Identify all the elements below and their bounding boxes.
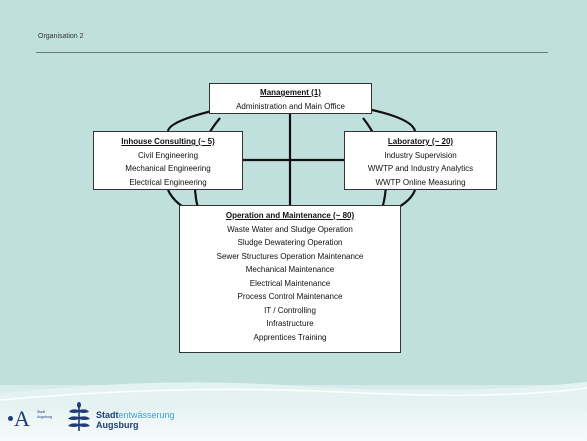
operation-item: IT / Controlling [264,305,316,315]
laboratory-item: WWTP Online Measuring [375,177,466,187]
operation-item: Apprentices Training [253,332,327,342]
brand-name-part2: entwässerung [118,410,175,420]
consulting-item: Electrical Engineering [129,177,207,187]
consulting-item: Civil Engineering [137,150,199,160]
operation-item: Waste Water and Sludge Operation [227,224,353,234]
laboratory-item: WWTP and Industry Analytics [367,164,474,173]
operation-item: Sewer Structures Operation Maintenance [216,251,364,261]
laboratory-box: Laboratory (~ 20) Industry Supervision W… [344,131,497,190]
laboratory-item: Industry Supervision [384,150,457,160]
laboratory-title: Laboratory (~ 20) [387,137,454,146]
operation-item: Process Control Maintenance [237,292,343,301]
operation-item: Electrical Maintenance [249,278,331,288]
city-logo-caption-line: Stadt [37,410,46,414]
brand-city: Augsburg [96,420,139,430]
plant-logo-icon [68,402,90,431]
city-logo-caption: Stadt Augsburg [37,410,52,420]
consulting-box: Inhouse Consulting (~ 5) Civil Engineeri… [93,131,243,190]
operation-item: Infrastructure [266,319,314,328]
operation-item: Sludge Dewatering Operation [237,238,343,247]
brand-name: Stadtentwässerung [96,410,175,420]
consulting-item: Mechanical Engineering [125,164,211,173]
operation-box: Operation and Maintenance (~ 80) Waste W… [179,205,401,353]
management-item: Administration and Main Office [236,101,345,111]
city-logo-caption-line: Augsburg [37,415,52,419]
consulting-title: Inhouse Consulting (~ 5) [121,137,215,146]
management-title: Management (1) [260,88,321,97]
management-box: Management (1) Administration and Main O… [209,83,372,114]
operation-item: Mechanical Maintenance [245,265,335,274]
slide-title: Organisation 2 [38,33,84,40]
footer-wave [0,382,587,410]
city-logo-letter: A [14,406,30,431]
city-logo: A [14,408,30,430]
city-logo-dot [8,416,13,421]
operation-title: Operation and Maintenance (~ 80) [225,211,355,220]
brand-name-part1: Stadt [96,410,119,420]
title-divider [36,52,548,53]
